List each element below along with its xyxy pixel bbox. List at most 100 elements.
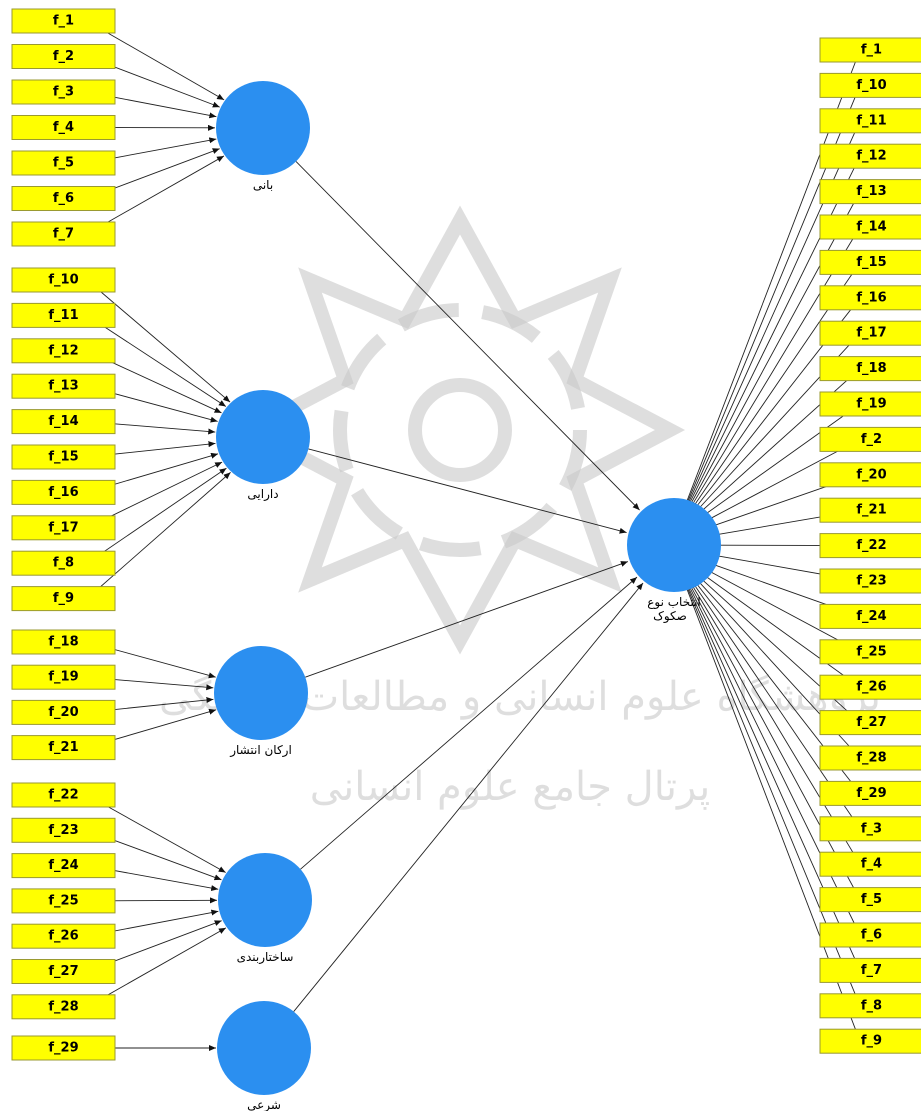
construct-c2 <box>216 390 310 484</box>
indicator-box <box>819 568 921 594</box>
indicator-box <box>11 550 116 576</box>
indicator-t-f_23: f_23 <box>819 568 921 594</box>
indicator-label: f_13 <box>48 379 78 394</box>
indicator-box <box>11 629 116 655</box>
structural-path <box>293 582 644 1012</box>
indicator-t-f_26: f_26 <box>819 674 921 700</box>
construct-label: ساختاربندی <box>237 950 294 965</box>
indicator-label: f_8 <box>53 556 74 571</box>
edges-layer <box>86 20 861 1051</box>
indicator-c1-f_2: f_2 <box>11 44 116 69</box>
indicator-label: f_3 <box>861 821 882 836</box>
indicator-t-f_4: f_4 <box>819 851 921 877</box>
indicator-label: f_17 <box>856 326 886 341</box>
indicator-box <box>819 780 921 806</box>
indicator-box <box>819 710 921 736</box>
path-edge <box>710 571 861 653</box>
indicator-c4-f_27: f_27 <box>11 959 116 984</box>
indicator-box <box>11 373 116 399</box>
indicator-t-f_22: f_22 <box>819 533 921 559</box>
indicator-t-f_21: f_21 <box>819 497 921 523</box>
indicator-t-f_8: f_8 <box>819 993 921 1019</box>
indicator-c4-f_25: f_25 <box>11 888 116 914</box>
indicator-t-f_20: f_20 <box>819 462 921 488</box>
indicator-c3-f_21: f_21 <box>11 735 116 761</box>
indicator-box <box>819 1028 921 1054</box>
indicator-label: f_24 <box>856 609 886 624</box>
indicator-label: f_13 <box>856 184 886 199</box>
indicator-box <box>819 603 921 629</box>
indicator-label: f_26 <box>48 929 78 944</box>
indicator-c2-f_8: f_8 <box>11 550 116 576</box>
structural-path <box>305 561 629 678</box>
indicator-c1-f_7: f_7 <box>11 221 116 247</box>
indicator-box <box>819 497 921 523</box>
indicator-t-f_1: f_1 <box>819 37 921 63</box>
indicator-box <box>11 664 116 690</box>
indicator-c2-f_15: f_15 <box>11 444 116 470</box>
indicator-label: f_11 <box>48 308 78 323</box>
indicator-label: f_1 <box>861 43 882 58</box>
indicator-label: f_21 <box>48 740 78 755</box>
indicator-label: f_6 <box>861 928 882 943</box>
indicator-box <box>11 586 116 612</box>
indicator-label: f_17 <box>48 520 78 535</box>
indicator-box <box>819 72 921 98</box>
indicator-label: f_11 <box>856 113 886 128</box>
indicator-label: f_23 <box>856 574 886 589</box>
indicator-t-f_19: f_19 <box>819 391 921 417</box>
structural-path <box>300 576 638 870</box>
indicator-c4-f_22: f_22 <box>11 782 116 808</box>
indicator-c4-f_23: f_23 <box>11 817 116 843</box>
path-edge <box>711 439 861 519</box>
indicator-c3-f_19: f_19 <box>11 664 116 690</box>
indicator-label: f_24 <box>48 858 78 873</box>
indicator-c5-f_29: f_29 <box>11 1035 116 1061</box>
indicator-label: f_10 <box>856 78 886 93</box>
target-label-line2: صکوک <box>653 609 687 624</box>
indicator-label: f_9 <box>861 1034 882 1049</box>
indicator-label: f_20 <box>48 705 78 720</box>
indicator-box <box>11 267 116 293</box>
indicator-box <box>819 993 921 1019</box>
indicator-t-f_16: f_16 <box>819 285 921 311</box>
indicator-box <box>11 515 116 541</box>
indicator-box <box>819 533 921 559</box>
path-edge <box>86 315 227 407</box>
indicator-box <box>819 320 921 346</box>
indicator-label: f_28 <box>856 751 886 766</box>
indicator-box <box>819 639 921 665</box>
indicator-t-f_5: f_5 <box>819 887 921 913</box>
indicator-label: f_18 <box>856 361 886 376</box>
indicator-box <box>819 108 921 134</box>
indicator-label: f_29 <box>856 786 886 801</box>
indicator-t-f_28: f_28 <box>819 745 921 771</box>
path-edge <box>689 156 861 503</box>
indicator-label: f_4 <box>861 857 882 872</box>
indicator-box <box>11 735 116 761</box>
indicator-label: f_25 <box>48 893 78 908</box>
construct-c3 <box>214 646 308 740</box>
indicator-box <box>11 1035 116 1061</box>
indicator-label: f_9 <box>53 591 74 606</box>
indicator-label: f_18 <box>48 635 78 650</box>
indicator-label: f_2 <box>53 49 74 64</box>
indicator-box <box>11 409 116 435</box>
indicator-label: f_22 <box>48 788 78 803</box>
indicator-box <box>11 853 116 879</box>
indicator-box <box>819 179 921 205</box>
indicator-t-f_27: f_27 <box>819 710 921 736</box>
indicator-label: f_7 <box>861 963 882 978</box>
indicator-c2-f_9: f_9 <box>11 586 116 612</box>
indicator-box <box>11 221 116 247</box>
indicator-t-f_7: f_7 <box>819 957 921 983</box>
indicator-label: f_6 <box>53 191 74 206</box>
indicator-label: f_5 <box>53 156 74 171</box>
indicator-c3-f_20: f_20 <box>11 699 116 725</box>
indicator-box <box>11 79 116 105</box>
indicator-t-f_6: f_6 <box>819 922 921 948</box>
indicator-box <box>11 994 116 1020</box>
indicator-box <box>819 745 921 771</box>
indicator-box <box>11 817 116 843</box>
